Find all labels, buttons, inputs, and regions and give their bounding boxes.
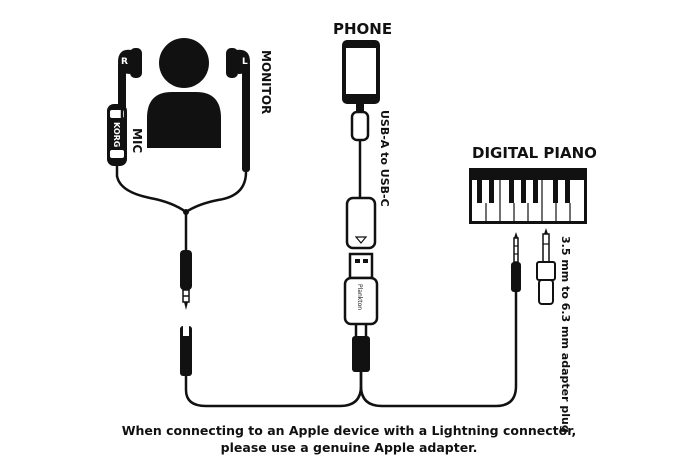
adapter-plug-icon xyxy=(536,228,556,305)
usb-c-connector xyxy=(350,104,370,142)
mic-label: MIC xyxy=(130,128,144,153)
korg-logo-label: KORG xyxy=(112,122,121,147)
apple-adapter-note: When connecting to an Apple device with … xyxy=(0,422,698,456)
phone-icon xyxy=(342,40,380,104)
audio-interface: Plankton xyxy=(343,276,379,326)
monitor-label: MONITOR xyxy=(259,50,273,114)
caption-line-2: please use a genuine Apple adapter. xyxy=(220,440,478,455)
interface-brand-label: Plankton xyxy=(356,284,363,310)
headphone-socket xyxy=(180,326,192,376)
earbud-left-label: L xyxy=(242,57,248,67)
mini-jack-plug xyxy=(511,232,521,292)
earbud-right-label: R xyxy=(121,57,128,67)
headphone-cables xyxy=(115,104,248,250)
usb-a-adapter xyxy=(345,196,377,250)
interface-cables xyxy=(354,324,368,336)
cable-splitter xyxy=(183,209,189,215)
cable-spec-label: USB-A to USB-C xyxy=(378,110,391,207)
digital-piano-label: DIGITAL PIANO xyxy=(472,144,597,162)
main-cables xyxy=(184,292,518,408)
person-icon xyxy=(147,38,221,148)
usb-a-plug xyxy=(348,252,374,280)
adapter-spec-label: 3.5 mm to 6.3 mm adapter plug xyxy=(559,236,572,433)
keyboard-icon xyxy=(469,168,587,224)
caption-line-1: When connecting to an Apple device with … xyxy=(121,423,577,438)
headphone-plug xyxy=(180,250,192,310)
phone-label: PHONE xyxy=(333,20,392,38)
interface-cable-sleeve xyxy=(352,336,370,372)
mic-remote: KORG xyxy=(107,104,127,166)
earbud-left-icon: L xyxy=(226,48,250,172)
